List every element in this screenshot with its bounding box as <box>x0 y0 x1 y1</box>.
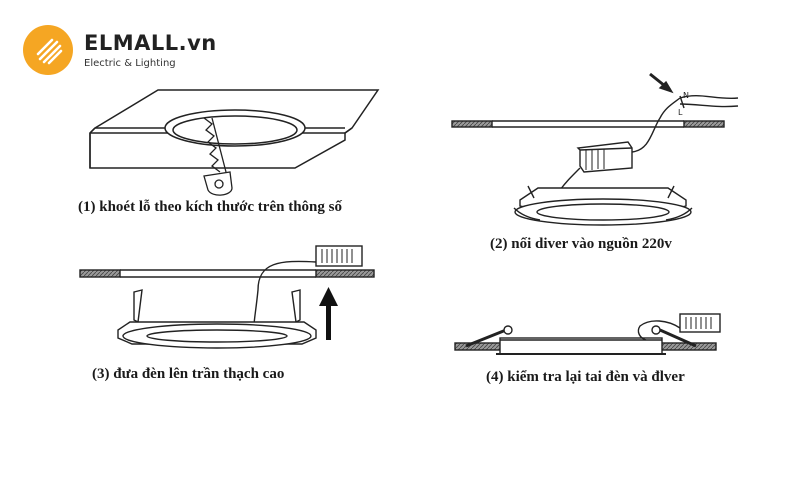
brand-name: ELMALL.vn <box>84 31 217 55</box>
hole-saw <box>203 117 233 196</box>
step3-caption: (3) đưa đèn lên trần thạch cao <box>92 366 285 382</box>
step1-illustration <box>89 89 380 196</box>
step1-caption: (1) khoét lỗ theo kích thước trên thông … <box>78 199 342 215</box>
step3-illustration <box>79 245 375 349</box>
step2-caption: (2) nối diver vào nguồn 220v <box>490 236 672 252</box>
svg-text:N: N <box>683 91 689 100</box>
brand-logo[interactable]: ELMALL.vn Electric & Lighting <box>22 24 222 76</box>
brand-tagline: Electric & Lighting <box>84 58 176 69</box>
bulb-circle-icon <box>23 25 73 75</box>
step2-illustration: N L <box>451 72 739 226</box>
svg-text:L: L <box>678 108 683 117</box>
step4-caption: (4) kiểm tra lại tai đèn và đlver <box>486 369 685 385</box>
up-arrow-icon <box>319 287 338 340</box>
step4-illustration <box>454 313 721 355</box>
